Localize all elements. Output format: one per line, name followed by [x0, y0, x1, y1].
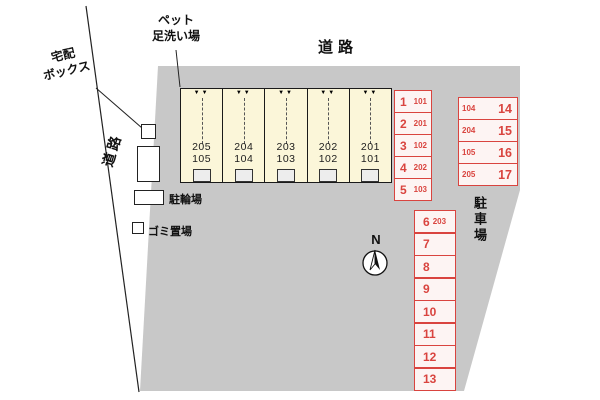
pet-wash-label-line1: ペット: [157, 13, 194, 27]
space-room: 201: [413, 119, 427, 128]
space-room: 102: [413, 141, 427, 150]
unit-porch: [319, 169, 338, 182]
unit-porch: [361, 169, 380, 182]
space-number: 4: [400, 160, 407, 175]
space-room: 105: [462, 148, 476, 157]
unit-lower-room: 102: [318, 153, 338, 166]
space-number: 11: [423, 327, 436, 341]
unit-divider-dashed-line: [201, 98, 203, 144]
parking-space: 2 201: [394, 112, 432, 135]
entrance-marker-icon: ▼▼: [193, 90, 210, 96]
parking-space: 204 15: [458, 119, 518, 142]
space-number: 2: [400, 116, 407, 131]
unit-divider-dashed-line: [243, 98, 245, 144]
space-room: 202: [413, 163, 427, 172]
parking-space: 12: [414, 345, 456, 368]
parking-space: 105 16: [458, 141, 518, 164]
unit-upper-room: 202: [318, 140, 338, 153]
unit-upper-room: 204: [234, 140, 254, 153]
space-number: 12: [423, 349, 437, 364]
unit-lower-room: 103: [276, 153, 296, 166]
space-number: 3: [400, 138, 407, 153]
unit-porch: [277, 169, 295, 182]
pet-wash-label: ペット 足洗い場: [146, 13, 206, 44]
delivery-box: [141, 124, 156, 139]
space-room: 101: [413, 97, 427, 106]
space-room: 203: [432, 217, 447, 226]
building-unit: ▼▼ 205 105: [181, 89, 224, 182]
space-number: 5: [400, 182, 407, 197]
space-number: 13: [423, 372, 437, 386]
entrance-marker-icon: ▼▼: [278, 90, 294, 96]
entrance-marker-icon: ▼▼: [362, 90, 379, 96]
space-number: 15: [498, 123, 512, 138]
garbage-area-box: [132, 222, 144, 234]
road-boundary-line: [85, 5, 140, 393]
unit-lower-room: 101: [360, 153, 380, 166]
space-room: 204: [462, 126, 476, 135]
parking-space: 10: [414, 300, 456, 323]
delivery-box-leader-line: [95, 87, 143, 129]
parking-space: 3 102: [394, 134, 432, 157]
space-number: 1: [400, 94, 407, 109]
space-number: 16: [498, 145, 512, 160]
parking-space: 8: [414, 255, 456, 278]
building-unit: ▼▼ 202 102: [308, 89, 350, 182]
parking-space: 11: [414, 322, 456, 346]
unit-upper-room: 203: [276, 140, 296, 153]
unit-lower-room: 105: [192, 153, 212, 166]
space-number: 9: [423, 282, 430, 296]
pet-wash-label-line2: 足洗い場: [151, 28, 200, 43]
space-number: 6: [423, 214, 430, 229]
unit-divider-dashed-line: [328, 98, 330, 144]
parking-lot-label: 駐車場: [472, 196, 487, 244]
bicycle-parking-label: 駐輪場: [169, 194, 202, 206]
compass-icon: [362, 249, 388, 276]
space-room: 205: [462, 170, 476, 179]
space-room: 104: [462, 104, 476, 113]
unit-divider-dashed-line: [370, 98, 372, 144]
unit-upper-room: 201: [360, 140, 380, 153]
garbage-area-label: ゴミ置場: [148, 226, 192, 238]
parking-space: 104 14: [458, 97, 518, 120]
compass-north-label: N: [371, 232, 381, 247]
unit-upper-room: 205: [192, 140, 212, 153]
parking-space: 4 202: [394, 156, 432, 179]
parking-space: 1 101: [394, 90, 432, 113]
building-unit: ▼▼ 204 104: [223, 89, 266, 182]
road-label-top: 道路: [318, 39, 359, 56]
parking-space: 6 203: [414, 210, 456, 233]
parking-space: 13: [414, 367, 456, 391]
parking-space: 5 103: [394, 178, 432, 201]
parking-space: 205 17: [458, 163, 518, 186]
space-number: 17: [498, 167, 512, 182]
building: ▼▼ 205 105 ▼▼ 204 104 ▼▼ 203 103: [180, 88, 392, 183]
building-unit: ▼▼ 201 101: [350, 89, 391, 182]
space-number: 8: [423, 259, 430, 274]
space-number: 14: [498, 101, 512, 116]
space-room: 103: [413, 185, 427, 194]
building-unit: ▼▼ 203 103: [265, 89, 308, 182]
entrance-marker-icon: ▼▼: [320, 90, 337, 96]
entrance-marker-icon: ▼▼: [235, 90, 252, 96]
unit-porch: [192, 169, 211, 182]
parking-space: 9: [414, 277, 456, 301]
pet-wash-leader-line: [175, 49, 181, 88]
entrance-structure: [137, 146, 160, 182]
bicycle-parking-area: [134, 190, 164, 205]
unit-porch: [234, 169, 253, 182]
parking-space: 7: [414, 232, 456, 256]
space-number: 10: [423, 304, 437, 319]
unit-lower-room: 104: [234, 153, 254, 166]
unit-divider-dashed-line: [286, 98, 287, 144]
space-number: 7: [423, 237, 430, 251]
